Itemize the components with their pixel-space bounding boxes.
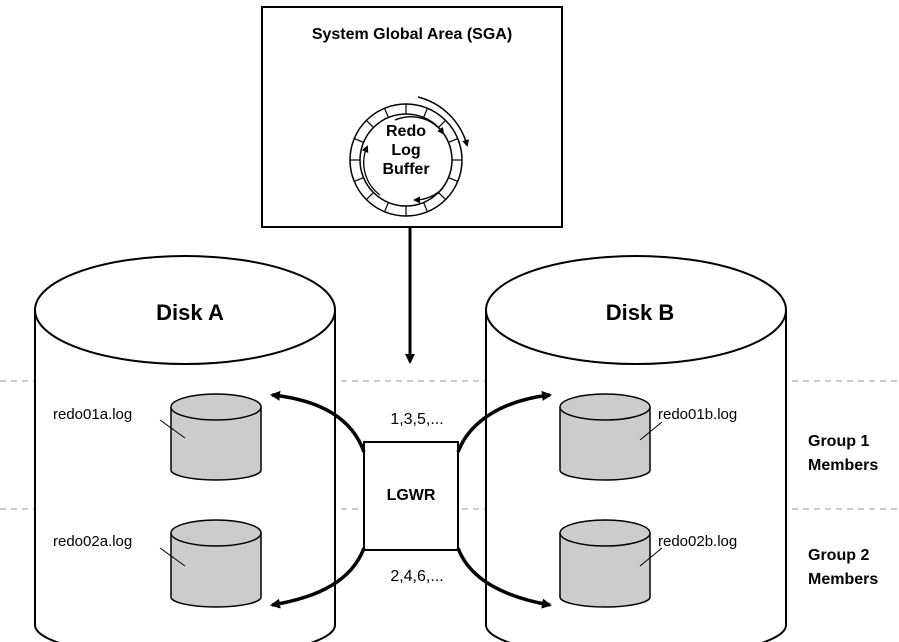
buffer-segment-divider [365, 119, 374, 128]
write-arrow-redo01a [270, 390, 366, 453]
buffer-segment-divider [384, 202, 389, 212]
buffer-segment-divider [423, 108, 428, 118]
sequence-even: 2,4,6,... [390, 568, 443, 585]
file-cylinder-redo02a [170, 519, 262, 608]
buffer-segment-divider [365, 192, 374, 201]
group2-label-line1: Group 2 [808, 547, 869, 564]
write-arrow-redo02b [456, 547, 552, 609]
sequence-odd: 1,3,5,... [390, 411, 443, 428]
buffer-segment-divider [423, 202, 428, 212]
leader-redo01a [159, 419, 186, 439]
file-cylinder-redo01b [559, 393, 651, 481]
buffer-segment-divider [448, 177, 458, 182]
disk-b-label: Disk B [606, 300, 674, 325]
sga-title: System Global Area (SGA) [312, 26, 512, 43]
group1-label-line1: Group 1 [808, 433, 869, 450]
buffer-segment-divider [354, 177, 364, 182]
buffer-segment-divider [438, 192, 447, 201]
buffer-line-2: Log [391, 142, 420, 159]
buffer-segment-divider [448, 138, 458, 143]
file-label-redo01b: redo01b.log [658, 406, 737, 423]
file-cylinder-redo02b [559, 519, 651, 608]
group2-label-line2: Members [808, 571, 878, 588]
buffer-rotation-arrow [417, 96, 470, 147]
redo-log-buffer-ring [349, 103, 463, 217]
disk-a-label: Disk A [156, 300, 224, 325]
write-arrow-redo01b [456, 390, 552, 453]
leader-redo01b [639, 421, 663, 441]
buffer-segment-divider [354, 138, 364, 143]
file-label-redo02b: redo02b.log [658, 533, 737, 550]
group1-label-line2: Members [808, 457, 878, 474]
lgwr-box [363, 441, 459, 551]
file-label-redo02a: redo02a.log [53, 533, 132, 550]
file-cylinder-redo01a [170, 393, 262, 481]
file-label-redo01a: redo01a.log [53, 406, 132, 423]
lgwr-label: LGWR [387, 487, 436, 504]
buffer-segment-divider [438, 119, 447, 128]
buffer-line-1: Redo [386, 123, 426, 140]
buffer-segment-divider [384, 108, 389, 118]
leader-redo02b [639, 547, 663, 567]
leader-redo02a [159, 547, 186, 567]
buffer-line-3: Buffer [382, 161, 429, 178]
write-arrow-redo02a [270, 547, 366, 609]
